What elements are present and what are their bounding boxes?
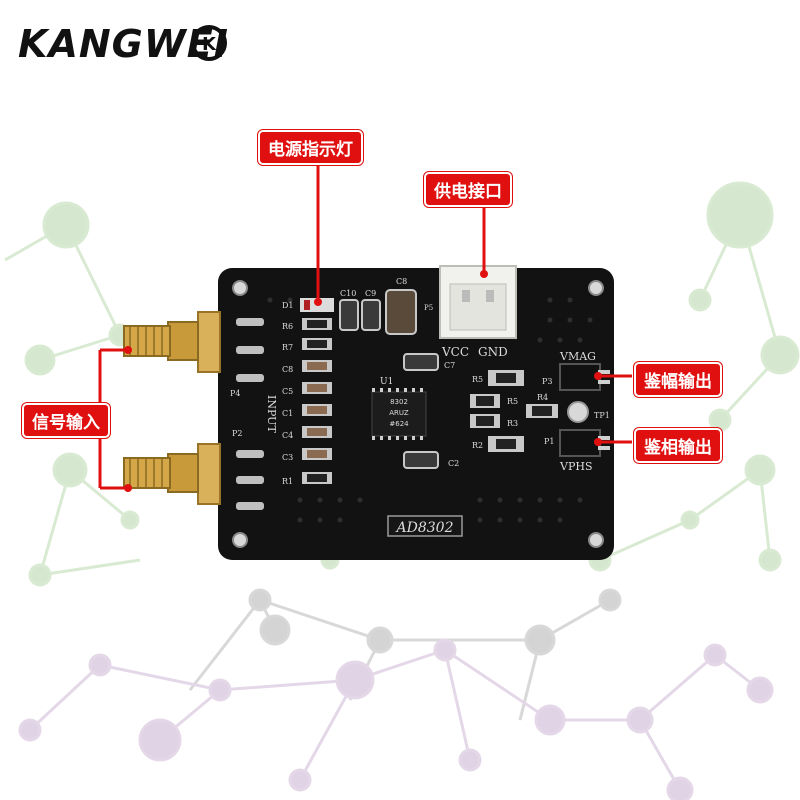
callout-vmag-output: 鉴幅输出 <box>634 362 722 397</box>
ic-marking-line-2: ARUZ <box>389 409 409 417</box>
vphs-header <box>559 429 610 457</box>
r2-label: R2 <box>472 441 483 450</box>
c5-label: C5 <box>282 387 293 396</box>
p1-label: P1 <box>544 437 554 446</box>
vcc-label: VCC <box>441 345 469 359</box>
right-smd-parts <box>470 370 589 452</box>
sma-connector-top <box>123 311 221 373</box>
c4-label: C4 <box>282 431 293 440</box>
left-header-pins <box>236 318 264 510</box>
c8-label: C8 <box>282 365 293 374</box>
c10-label: C10 <box>340 289 356 298</box>
input-label: INPUT <box>265 395 278 433</box>
tp1-label: TP1 <box>594 411 610 420</box>
c1-label: C1 <box>282 409 293 418</box>
u1-label: U1 <box>380 377 393 387</box>
r5-label: R5 <box>472 375 483 384</box>
ic-marking-line-1: 8302 <box>390 398 408 406</box>
callout-dots <box>124 270 602 492</box>
vphs-label: VPHS <box>559 460 592 473</box>
sma-connector-bottom <box>123 443 221 505</box>
c9-label: C9 <box>365 289 376 298</box>
r1-label: R1 <box>282 477 293 486</box>
r7-label: R7 <box>282 343 293 352</box>
callout-power-connector: 供电接口 <box>424 172 512 207</box>
c3-label: C3 <box>282 453 293 462</box>
gnd-label: GND <box>478 345 508 359</box>
mounting-holes <box>232 280 604 548</box>
c2-label: C2 <box>448 459 459 468</box>
p3-label: P3 <box>542 377 552 386</box>
r3-label: R3 <box>507 419 518 428</box>
ic-marking-line-3: #624 <box>389 420 409 428</box>
callout-power-led: 电源指示灯 <box>258 130 363 165</box>
callout-vphs-output: 鉴相输出 <box>634 428 722 463</box>
c7-label: C7 <box>444 361 455 370</box>
p4-label: P4 <box>230 389 240 398</box>
power-connector <box>439 265 517 339</box>
brand-logo-icon: K <box>191 25 227 61</box>
p2-label: P2 <box>232 429 242 438</box>
c8-top-label: C8 <box>396 277 407 286</box>
d1-label: D1 <box>282 301 294 310</box>
background-network <box>4 181 800 800</box>
r5b-label: R5 <box>507 397 518 406</box>
via-pattern <box>267 297 593 523</box>
vmag-label: VMAG <box>559 350 596 363</box>
callout-signal-input: 信号输入 <box>22 403 110 438</box>
p5-label: P5 <box>424 304 433 312</box>
r6-label: R6 <box>282 322 293 331</box>
chip-name-label: AD8302 <box>395 520 454 536</box>
brand-logo-letter: K <box>202 34 217 55</box>
pcb-board: 8302 ARUZ #624 AD83 <box>218 265 614 560</box>
ic-u1: 8302 ARUZ #624 <box>371 388 427 440</box>
smd-column <box>300 298 334 484</box>
r4-label: R4 <box>537 393 548 402</box>
